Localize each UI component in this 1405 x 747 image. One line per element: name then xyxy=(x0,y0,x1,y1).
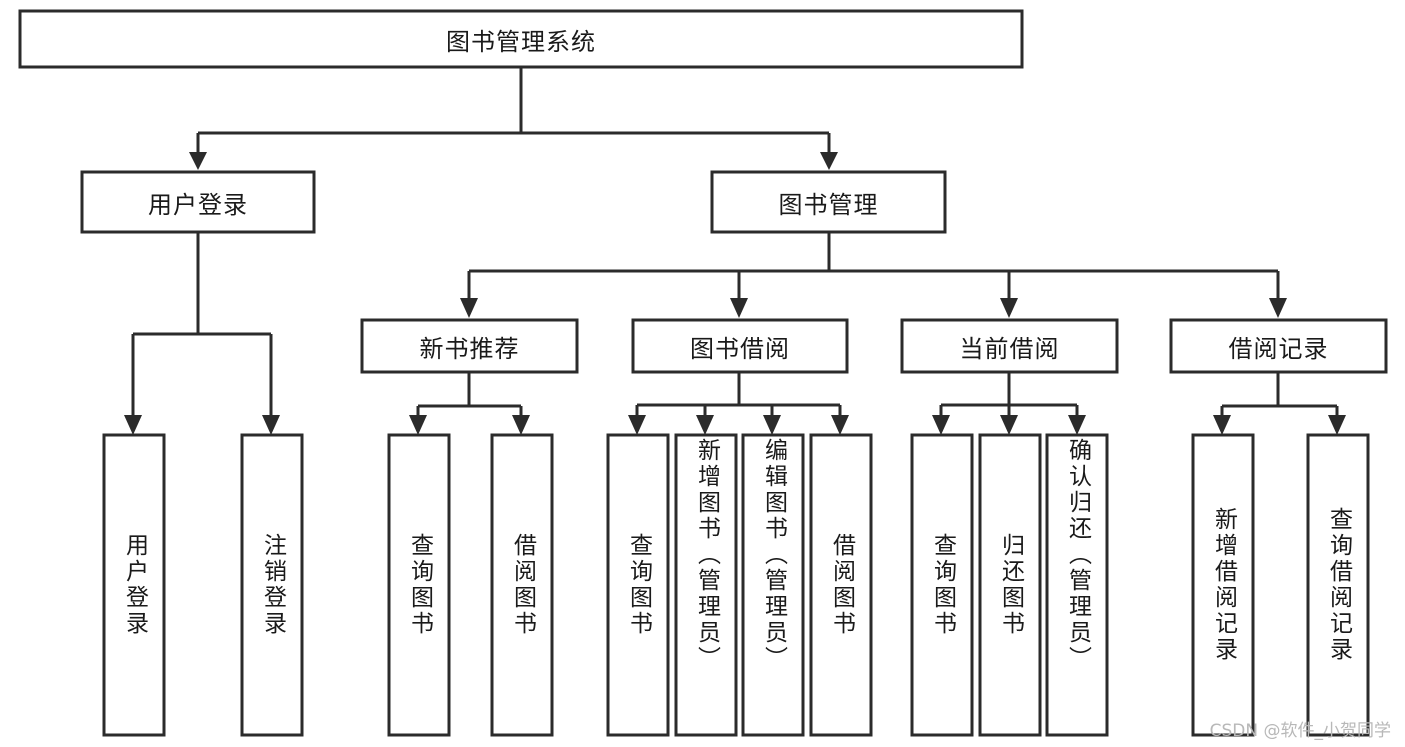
leaf-bb-edit-book-admin[interactable] xyxy=(741,433,805,737)
arrowhead-borrow-record xyxy=(1269,298,1287,318)
leaf-nb-borrow-book[interactable] xyxy=(490,433,554,737)
arrowhead-nb-borrow-book xyxy=(512,415,530,435)
node-book-management[interactable] xyxy=(710,170,947,234)
arrowhead-user-login xyxy=(189,152,207,170)
node-root-book-management-system[interactable] xyxy=(18,9,1024,69)
csdn-watermark: CSDN @软件_小贺同学 xyxy=(1209,721,1391,741)
arrowhead-cb-confirm-return xyxy=(1068,415,1086,435)
arrowhead-bb-borrow-book xyxy=(831,415,849,435)
arrowhead-new-book-recommend xyxy=(460,298,478,318)
arrowhead-book-management xyxy=(820,152,838,170)
node-current-borrow[interactable] xyxy=(900,318,1119,374)
node-new-book-recommend[interactable] xyxy=(360,318,579,374)
arrowhead-nb-query-book xyxy=(409,415,427,435)
leaf-bb-add-book-admin[interactable] xyxy=(674,433,738,737)
leaf-user-login[interactable] xyxy=(102,433,166,737)
leaf-cb-query-book[interactable] xyxy=(910,433,974,737)
leaf-br-add-borrow-record[interactable] xyxy=(1191,433,1255,737)
leaf-cb-return-book[interactable] xyxy=(978,433,1042,737)
leaf-cb-confirm-return-admin[interactable] xyxy=(1045,433,1109,737)
arrowhead-book-borrow xyxy=(730,298,748,318)
leaf-br-query-borrow-record[interactable] xyxy=(1306,433,1370,737)
leaf-logout-login[interactable] xyxy=(240,433,304,737)
arrowhead-bb-add-book xyxy=(696,415,714,435)
leaf-bb-query-book[interactable] xyxy=(606,433,670,737)
arrowhead-cb-return-book xyxy=(1000,415,1018,435)
node-borrow-record[interactable] xyxy=(1169,318,1388,374)
arrowhead-leaf-user-login xyxy=(124,415,142,435)
arrowhead-bb-query-book xyxy=(628,415,646,435)
leaf-nb-query-book[interactable] xyxy=(387,433,451,737)
arrowhead-current-borrow xyxy=(1000,298,1018,318)
node-user-login[interactable] xyxy=(80,170,316,234)
arrowhead-br-query-record xyxy=(1328,415,1346,435)
arrowhead-bb-edit-book xyxy=(763,415,781,435)
arrowhead-br-add-record xyxy=(1213,415,1231,435)
leaf-bb-borrow-book[interactable] xyxy=(809,433,873,737)
arrowhead-cb-query-book xyxy=(932,415,950,435)
arrowhead-leaf-logout xyxy=(262,415,280,435)
node-book-borrow[interactable] xyxy=(631,318,849,374)
